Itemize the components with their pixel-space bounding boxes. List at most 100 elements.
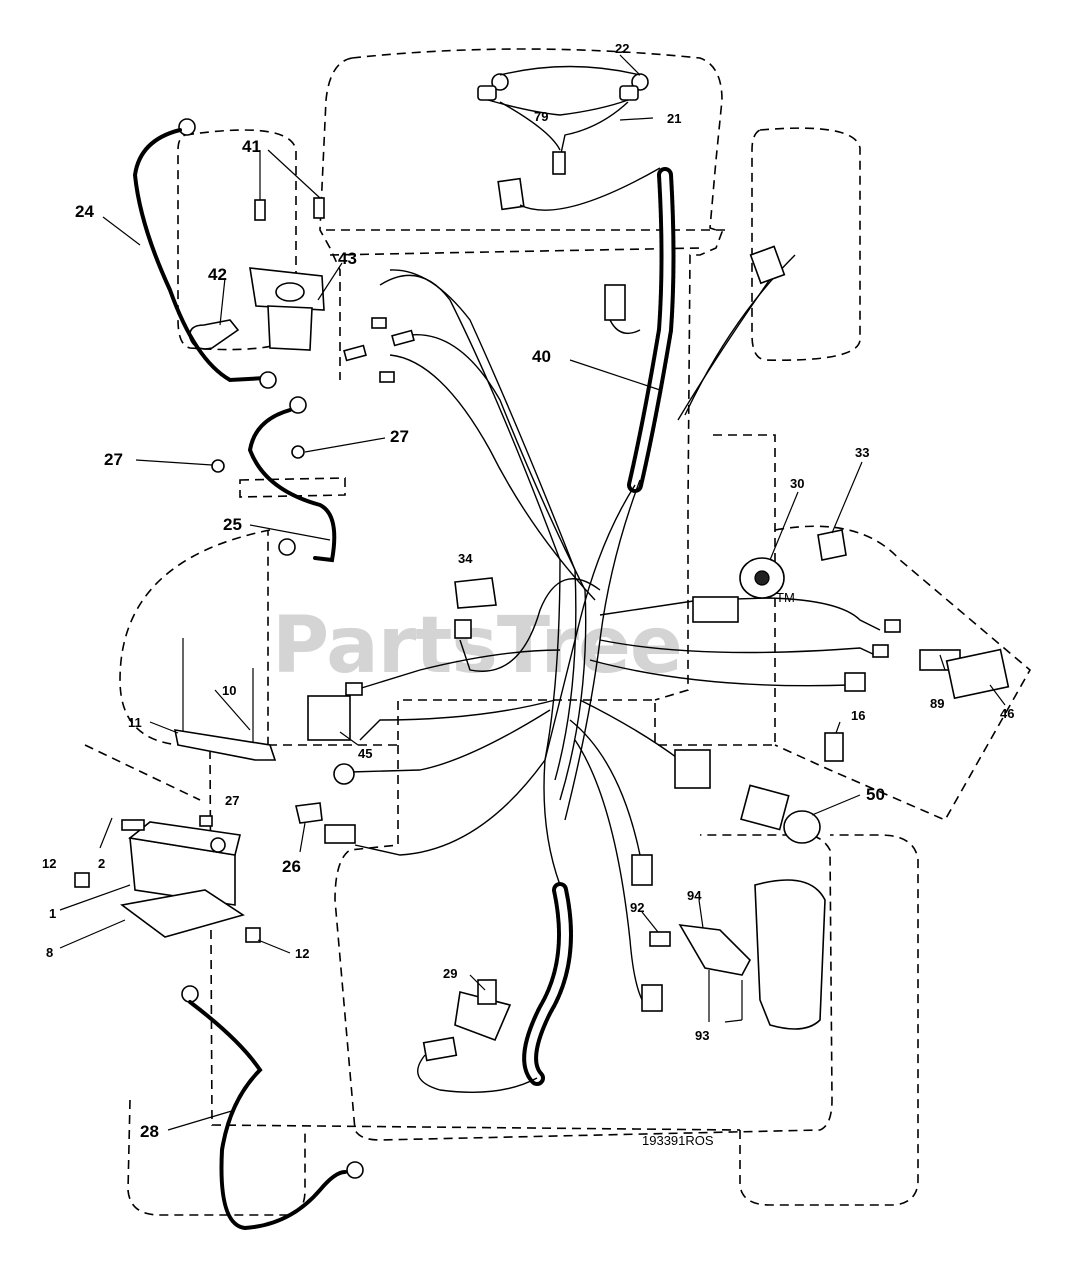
rear-right-wheel [739, 834, 919, 1206]
callout-46: 46 [1000, 706, 1014, 721]
harness-wire-12 [579, 699, 681, 761]
leader-30 [769, 491, 799, 561]
harness-wire-2 [389, 269, 577, 781]
cable-25-end-terminal [278, 538, 296, 556]
callout-10: 10 [222, 683, 236, 698]
harness-wire-9 [599, 597, 881, 631]
callout-93: 93 [695, 1028, 709, 1043]
part-46 [945, 648, 1010, 700]
callout-33: 33 [855, 445, 869, 460]
leader-21 [619, 117, 654, 121]
leader-41b [267, 149, 321, 199]
callout-24: 24 [75, 202, 94, 221]
left-front-wheel [177, 129, 297, 351]
part-29-plug [422, 1036, 458, 1062]
harness-wire-10 [599, 639, 876, 656]
headlight-wire-21b [559, 101, 629, 159]
mid-box [239, 477, 346, 498]
left-headlight-bulb [491, 73, 509, 91]
leader-45 [339, 731, 359, 746]
connector-left-top [604, 284, 626, 321]
leader-22 [619, 54, 641, 76]
nut-27-left [211, 459, 225, 473]
cable-24-end-terminal [259, 371, 277, 389]
seat-switch-pad [754, 879, 826, 1030]
connector-30 [692, 596, 739, 623]
leader-2 [99, 817, 113, 849]
cable-28-terminal [181, 985, 199, 1003]
callout-8: 8 [46, 945, 53, 960]
dash-crossbar-2 [329, 247, 701, 256]
ignition-30-key [754, 570, 770, 586]
battery-tray-8 [120, 889, 245, 938]
watermark: PartsTree TM [272, 590, 795, 691]
hood-outline [351, 48, 724, 701]
callout-41: 41 [242, 137, 261, 156]
hold-down-bracket-11 [173, 729, 277, 761]
switch-50-base [740, 784, 790, 831]
connector-6pin [674, 749, 711, 789]
part-29-wire [417, 1054, 538, 1093]
solenoid-bolt-left [254, 199, 266, 221]
drawing-code: 193391ROS [642, 1133, 714, 1148]
part-33 [817, 529, 847, 561]
switch-50-knob [783, 810, 821, 844]
part-92 [649, 931, 671, 947]
connector-right-1 [884, 619, 901, 633]
cable-28-end-terminal [346, 1161, 364, 1179]
leader-8 [59, 919, 126, 949]
callout-27-left: 27 [104, 450, 123, 469]
nut-27-right [291, 445, 305, 459]
leader-89 [939, 654, 946, 671]
watermark-text: PartsTree [272, 601, 682, 691]
callout-94: 94 [687, 888, 702, 903]
solenoid-assembly [188, 197, 325, 473]
connector-left-1 [345, 682, 363, 696]
callout-89: 89 [930, 696, 944, 711]
harness-wire-17 [349, 709, 551, 773]
leader-43 [317, 262, 343, 301]
battery-assembly [74, 638, 277, 943]
clip-12-right [245, 927, 261, 943]
part-26-plug [324, 824, 356, 844]
callout-22: 22 [615, 41, 629, 56]
leader-28 [167, 1109, 236, 1131]
cable-24-terminal [178, 118, 196, 136]
connector-plug [343, 344, 367, 362]
callout-labels: 22 79 21 41 24 42 43 40 27 27 27 33 30 2… [42, 41, 1014, 1141]
harness-plug-top [497, 177, 525, 211]
leader-42 [219, 277, 226, 326]
harness-wire-11 [589, 659, 851, 687]
left-headlight-socket [477, 85, 497, 101]
callout-79: 79 [534, 109, 548, 124]
top-harness-wire [519, 167, 661, 211]
callout-25: 25 [223, 515, 242, 534]
ground-terminal [333, 763, 355, 785]
headlight-wire-21 [499, 101, 561, 151]
headlight-wire-top [499, 65, 641, 76]
callout-40: 40 [532, 347, 551, 366]
callout-16: 16 [851, 708, 865, 723]
right-front-wheel [751, 127, 861, 361]
solenoid-body [267, 305, 313, 351]
callout-28: 28 [140, 1122, 159, 1141]
harness-wire-13 [569, 719, 641, 856]
connector-right-3 [844, 672, 866, 692]
battery-bolt-2 [121, 819, 145, 831]
part-92-plug [641, 984, 663, 1012]
battery-cables [132, 118, 364, 1231]
connector-lower [631, 854, 653, 886]
leader-94 [698, 899, 704, 929]
leader-50 [811, 794, 861, 816]
connector-right-2 [872, 644, 889, 658]
callout-12-right: 12 [295, 946, 309, 961]
callout-11: 11 [128, 715, 142, 730]
leader-93b [724, 1019, 743, 1023]
left-fender-outline [119, 529, 271, 746]
connector-plug-2 [391, 329, 415, 347]
callout-26: 26 [282, 857, 301, 876]
leader-27a [135, 459, 213, 466]
leader-10 [214, 689, 251, 731]
harness-wire-4 [389, 354, 596, 601]
harness-wire-8 [684, 254, 796, 416]
